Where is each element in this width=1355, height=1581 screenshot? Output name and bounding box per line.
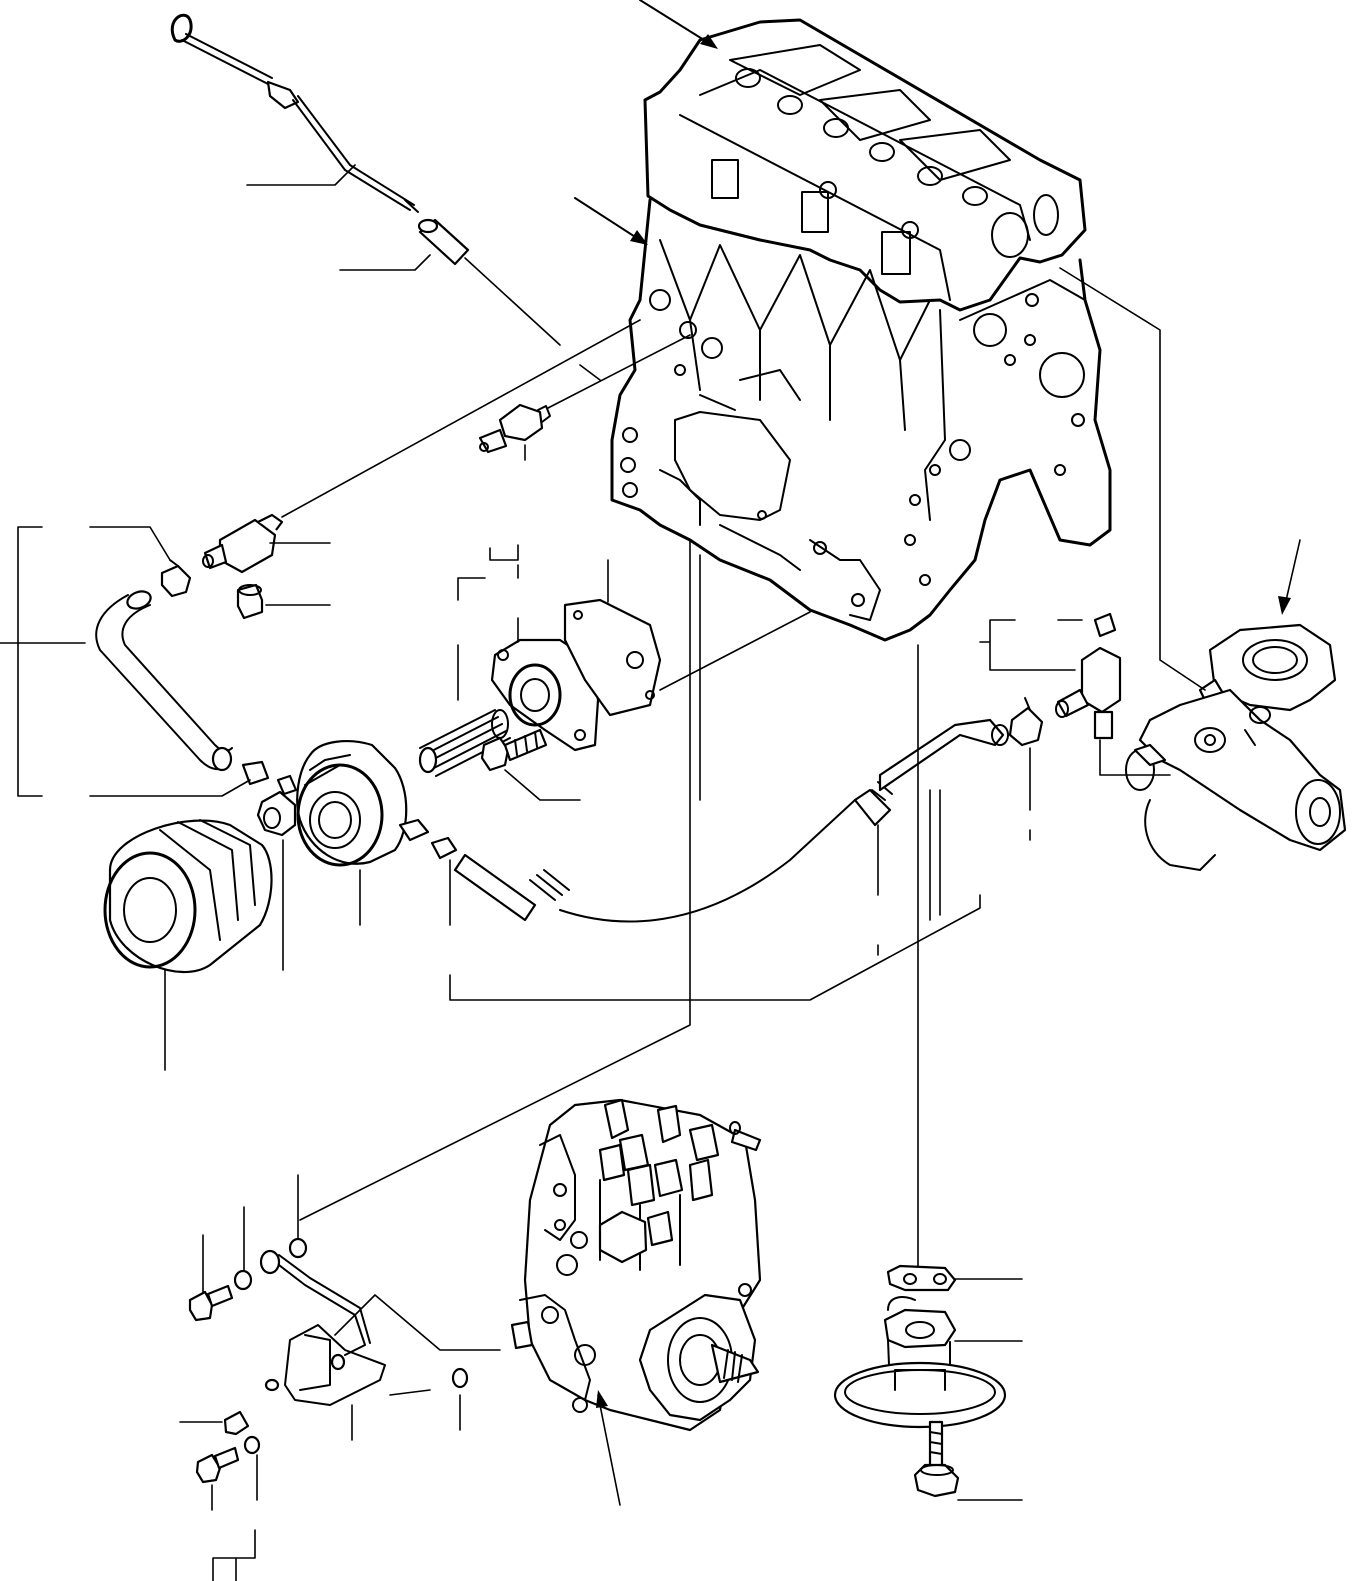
union-bolt — [236, 583, 331, 620]
water-pipe — [453, 718, 1009, 956]
strainer-bolt — [913, 1420, 1023, 1501]
washer — [233, 1174, 469, 1501]
oil-pressure-switch — [478, 334, 691, 461]
hose-clip — [0, 526, 270, 797]
tee-joint — [979, 612, 1171, 776]
water-pump — [1059, 267, 1347, 871]
spring — [418, 544, 519, 777]
leader-lines — [299, 539, 981, 1271]
hose-joint — [202, 319, 641, 574]
oil-hose — [95, 590, 233, 772]
oil-cooler — [276, 740, 458, 926]
gasket — [563, 559, 811, 717]
dipstick-guide — [339, 218, 601, 381]
strainer-gasket — [886, 1264, 1023, 1292]
bolt — [480, 728, 581, 801]
cylinder-block — [610, 18, 1112, 642]
banjo-bolts — [179, 1234, 256, 1581]
leader-arrows-block — [574, 0, 718, 245]
filter-bracket — [490, 617, 600, 752]
nut — [256, 790, 297, 971]
oil-strainer — [833, 1296, 1023, 1429]
fuel-injection-pump — [510, 1098, 762, 1506]
hose-clip-right — [1008, 697, 1044, 841]
dipstick — [170, 13, 419, 213]
oil-filter — [103, 819, 273, 1071]
lube-pipe — [259, 1249, 501, 1441]
